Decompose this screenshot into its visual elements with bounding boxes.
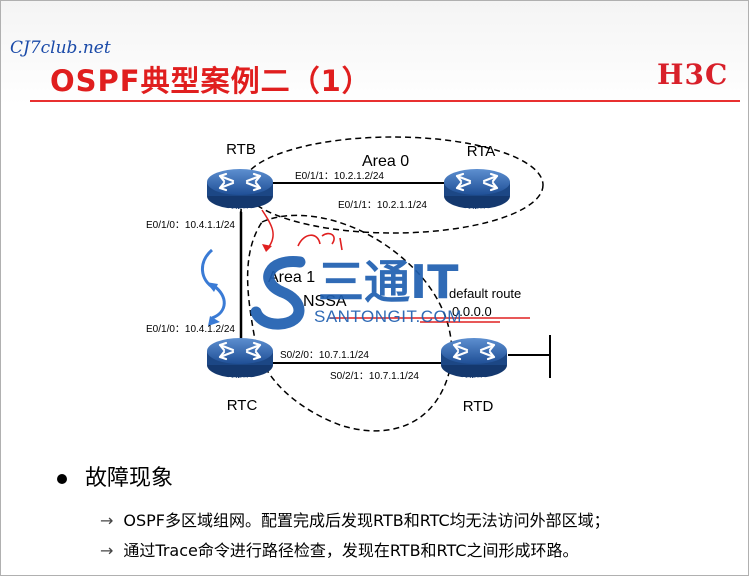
cjclub-watermark: CJ7club.net xyxy=(10,38,111,58)
router-name-rtb: RTB xyxy=(226,141,256,158)
list-item: → 通过Trace命令进行路径检查，发现在RTB和RTC之间形成环路。 xyxy=(100,537,579,561)
router-badge: ROUTER xyxy=(465,208,488,214)
annotation-red-underline xyxy=(330,317,530,323)
santongit-logo-icon xyxy=(250,256,306,330)
page-title: OSPF典型案例二（1） xyxy=(50,64,372,98)
section-heading: 故障现象 xyxy=(57,460,173,492)
default-route-label: default route xyxy=(449,286,521,301)
watermark-en-text: SANTONGIT.COM xyxy=(314,307,462,326)
santongit-watermark: 三通IT SANTONGIT.COM xyxy=(250,255,462,330)
list-item: → OSPF多区域组网。配置完成后发现RTB和RTC均无法访问外部区域； xyxy=(100,507,610,531)
watermark-cn-text: 三通IT xyxy=(318,255,459,309)
router-name-rtd: RTD xyxy=(463,398,494,415)
interface-label-rtc-e010: E0/1/0：10.4.1.2/24 xyxy=(146,324,235,335)
interface-label-rtb-e010: E0/1/0：10.4.1.1/24 xyxy=(146,220,235,231)
section-heading-text: 故障现象 xyxy=(85,466,174,491)
router-rta-icon xyxy=(442,167,512,211)
list-item-text: OSPF多区域组网。配置完成后发现RTB和RTC均无法访问外部区域； xyxy=(123,511,610,530)
area1-boundary xyxy=(246,214,453,432)
router-name-rtc: RTC xyxy=(227,397,258,414)
annotation-red-arrow xyxy=(261,209,274,249)
area1-label: Area 1 xyxy=(268,269,315,286)
router-badge: ROUTER xyxy=(228,377,251,383)
arrow-right-icon: → xyxy=(100,541,114,560)
brand-logo: H3C xyxy=(657,58,729,91)
annotation-red-scribble xyxy=(297,232,343,251)
annotation-red-arrow-head xyxy=(262,244,272,252)
loop-arrow-heads xyxy=(206,282,220,326)
router-badge: ROUTER xyxy=(228,208,251,214)
nssa-label: NSSA xyxy=(303,293,347,310)
area0-label: Area 0 xyxy=(362,153,409,170)
router-name-rta: RTA xyxy=(467,143,496,160)
interface-label-rta-e011: E0/1/1：10.2.1.1/24 xyxy=(338,200,427,211)
header-band xyxy=(0,0,749,105)
router-rtc-icon xyxy=(205,336,275,380)
title-underline xyxy=(30,100,740,102)
interface-label-rtd-s021: S0/2/1：10.7.1.1/24 xyxy=(330,371,419,382)
interface-label-rtb-e011: E0/1/1：10.2.1.2/24 xyxy=(295,171,384,182)
list-item-text: 通过Trace命令进行路径检查，发现在RTB和RTC之间形成环路。 xyxy=(123,541,579,560)
router-rtd-icon xyxy=(439,336,509,380)
interface-label-rtc-s020: S0/2/0：10.7.1.1/24 xyxy=(280,350,369,361)
bullet-dot-icon xyxy=(57,474,67,484)
default-route-value: 0.0.0.0 xyxy=(452,304,492,319)
router-rtb-icon xyxy=(205,167,275,211)
router-badge: ROUTER xyxy=(462,377,485,383)
arrow-right-icon: → xyxy=(100,511,114,530)
